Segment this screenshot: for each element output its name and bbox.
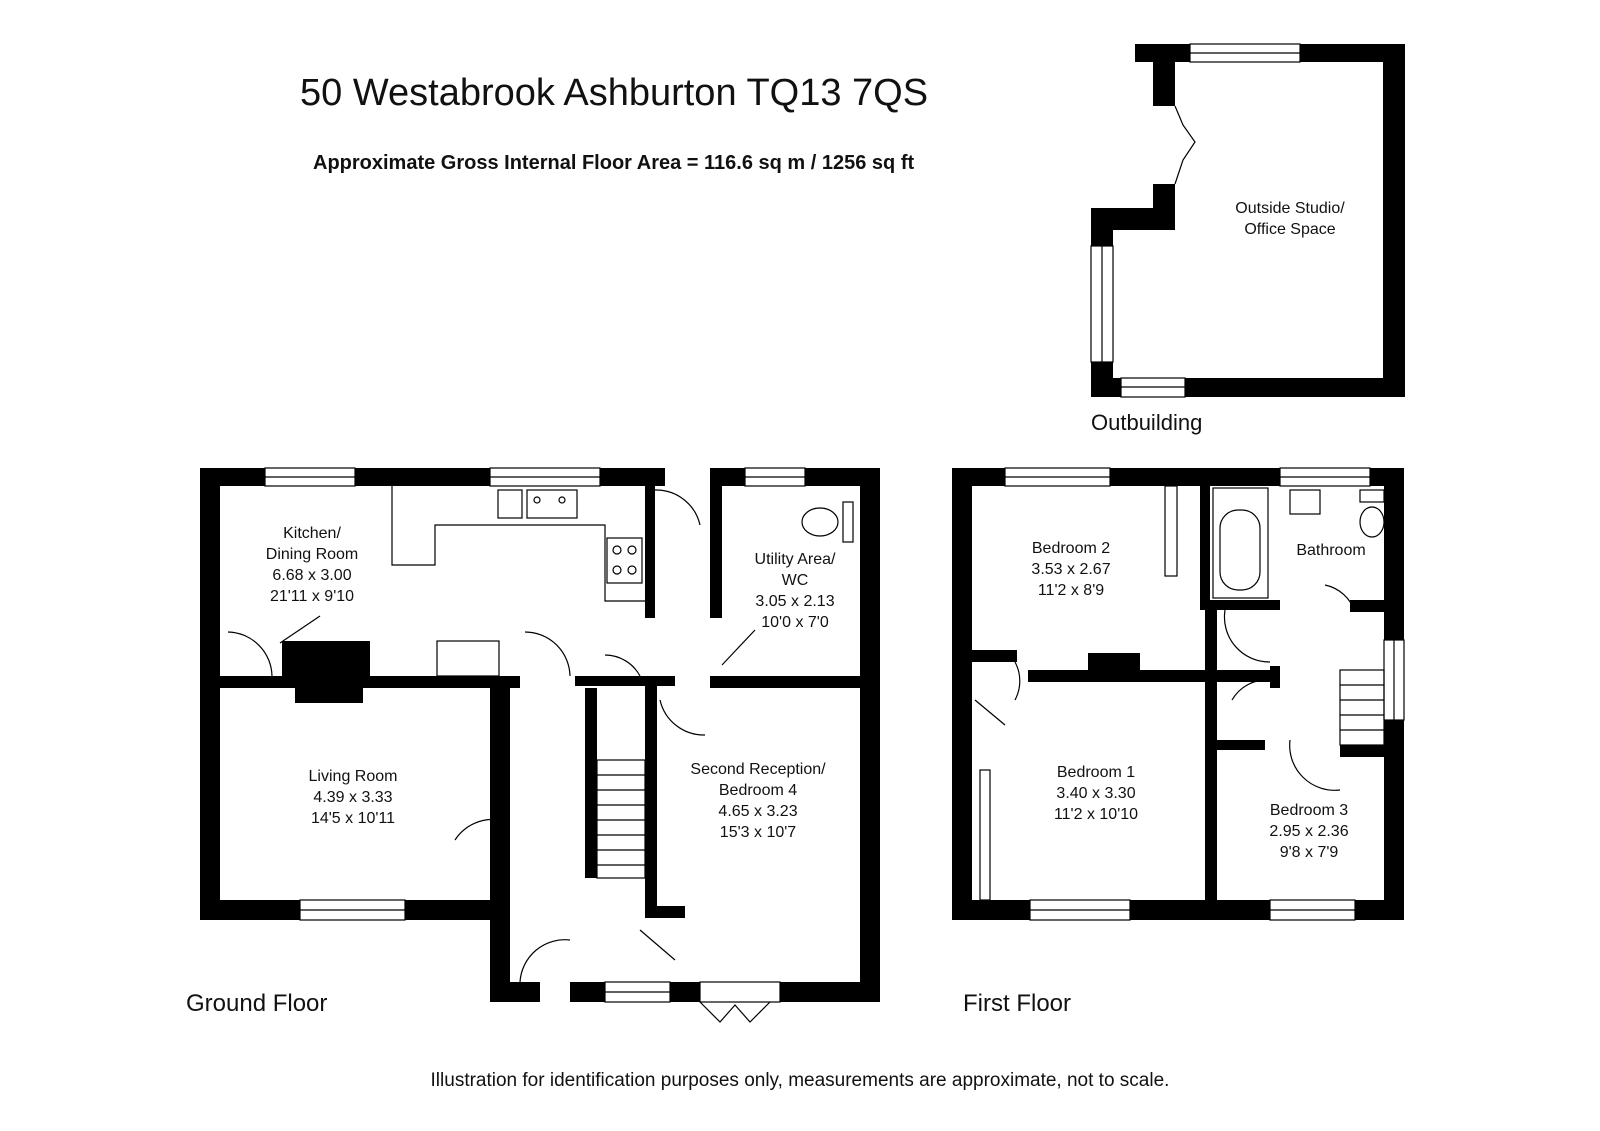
room-imperial-size: 15'3 x 10'7 [719,824,797,841]
wall [570,982,605,1002]
room-metric-size: 4.39 x 3.33 [313,789,393,806]
disclaimer-note: Illustration for identification purposes… [430,1070,1170,1091]
wall [1340,745,1400,757]
ground-floor-fixtures [227,467,854,1023]
wall [200,468,220,920]
room-metric-size: 6.68 x 3.00 [272,567,352,584]
first-floor-fixtures [974,467,1405,921]
wall [1383,44,1405,397]
outbuilding-studio-label: Outside Studio/ Office Space [1235,198,1344,240]
outbuilding-label: Outbuilding [1091,410,1203,435]
wall [490,982,540,1002]
room-name: Bedroom 4 [718,782,798,799]
room-bedroom-1: Bedroom 1 3.40 x 3.30 11'2 x 10'10 [1054,762,1138,825]
wall [575,676,675,686]
chimney [1088,653,1140,678]
wall [972,650,1017,662]
wall [1091,208,1113,246]
chimney [282,641,370,681]
room-metric-size: 4.65 x 3.23 [718,803,798,820]
room-name: Bedroom 3 [1269,802,1349,819]
wall [710,468,722,618]
plan-title: 50 Westabrook Ashburton TQ13 7QS [300,72,929,114]
room-utility: Utility Area/ WC 3.05 x 2.13 10'0 x 7'0 [755,549,836,633]
room-name: Office Space [1244,221,1336,238]
room-imperial-size: 11'2 x 8'9 [1037,582,1105,599]
wall [710,676,880,688]
room-imperial-size: 11'2 x 10'10 [1053,806,1139,823]
room-bathroom: Bathroom [1296,540,1365,561]
room-name: Bedroom 2 [1031,540,1111,557]
ground-floor-label: Ground Floor [186,990,328,1017]
room-name: Outside Studio/ [1235,200,1345,217]
room-name: Second Reception/ [690,761,826,778]
room-bedroom-2: Bedroom 2 3.53 x 2.67 11'2 x 8'9 [1031,538,1110,601]
room-imperial-size: 9'8 x 7'9 [1279,844,1339,861]
wall [585,688,597,878]
wall [860,468,880,1002]
room-kitchen: Kitchen/ Dining Room 6.68 x 3.00 21'11 x… [266,523,358,607]
room-imperial-size: 21'11 x 9'10 [269,588,355,605]
room-name: WC [781,572,809,589]
wall [1205,740,1265,750]
room-imperial-size: 14'5 x 10'11 [310,810,396,827]
room-name: Bedroom 1 [1056,764,1136,781]
room-name: Dining Room [265,546,359,563]
room-name: Living Room [308,768,398,785]
wall [1153,44,1175,106]
wall [1205,600,1280,610]
room-metric-size: 3.53 x 2.67 [1031,561,1111,578]
wall [670,982,700,1002]
room-name: Utility Area/ [754,551,836,568]
room-imperial-size: 10'0 x 7'0 [761,614,829,631]
room-name: Bathroom [1296,542,1366,559]
chimney [295,681,363,703]
outbuilding-openings [1090,43,1301,398]
wall [1350,600,1400,612]
wall [490,685,510,1002]
wall [645,468,655,618]
room-living: Living Room 4.39 x 3.33 14'5 x 10'11 [309,766,398,829]
room-metric-size: 3.40 x 3.30 [1056,785,1136,802]
wall [645,676,657,916]
wall [1028,670,1278,682]
first-floor-label: First Floor [963,990,1071,1017]
wall [1270,666,1280,688]
wall [645,906,685,918]
wall [1091,362,1113,397]
room-name: Kitchen/ [283,525,341,542]
floor-area-summary: Approximate Gross Internal Floor Area = … [313,152,915,174]
wall [952,468,972,920]
room-metric-size: 3.05 x 2.13 [755,593,835,610]
room-bedroom-3: Bedroom 3 2.95 x 2.36 9'8 x 7'9 [1269,800,1348,863]
wall [1185,378,1405,397]
room-second-reception: Second Reception/ Bedroom 4 4.65 x 3.23 … [690,759,825,843]
wall [780,982,880,1002]
wall [1205,600,1217,920]
room-metric-size: 2.95 x 2.36 [1269,823,1349,840]
wall [1200,486,1210,610]
